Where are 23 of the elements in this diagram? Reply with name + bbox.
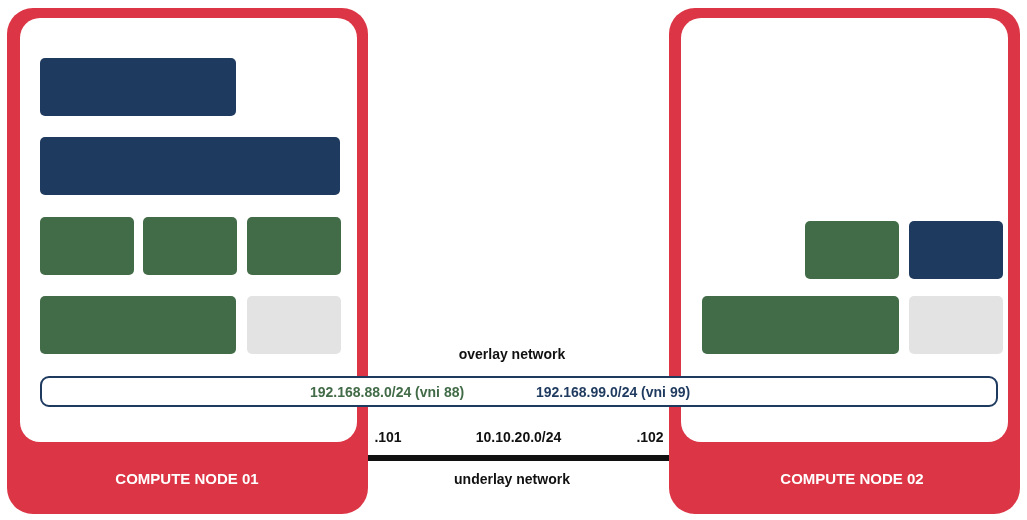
block (40, 58, 236, 116)
compute-node-card (669, 8, 1020, 514)
network-label: overlay network (458, 346, 566, 362)
block (247, 217, 341, 275)
network-bar (40, 376, 998, 407)
node-title: COMPUTE NODE 02 (780, 470, 924, 487)
block (40, 296, 236, 354)
host-address: .102 (636, 429, 664, 445)
node-title: COMPUTE NODE 01 (115, 470, 259, 487)
network-label: underlay network (454, 471, 570, 487)
block (247, 296, 341, 354)
host-address: .101 (374, 429, 402, 445)
block (909, 221, 1003, 279)
subnet-label: 192.168.99.0/24 (vni 99) (536, 384, 691, 400)
edge-label: 10.10.20.0/24 (475, 429, 562, 445)
block (805, 221, 899, 279)
network-link (368, 455, 669, 461)
subnet-label: 192.168.88.0/24 (vni 88) (310, 384, 465, 400)
block (40, 217, 134, 275)
block (909, 296, 1003, 354)
block (702, 296, 899, 354)
block (143, 217, 237, 275)
block (40, 137, 340, 195)
